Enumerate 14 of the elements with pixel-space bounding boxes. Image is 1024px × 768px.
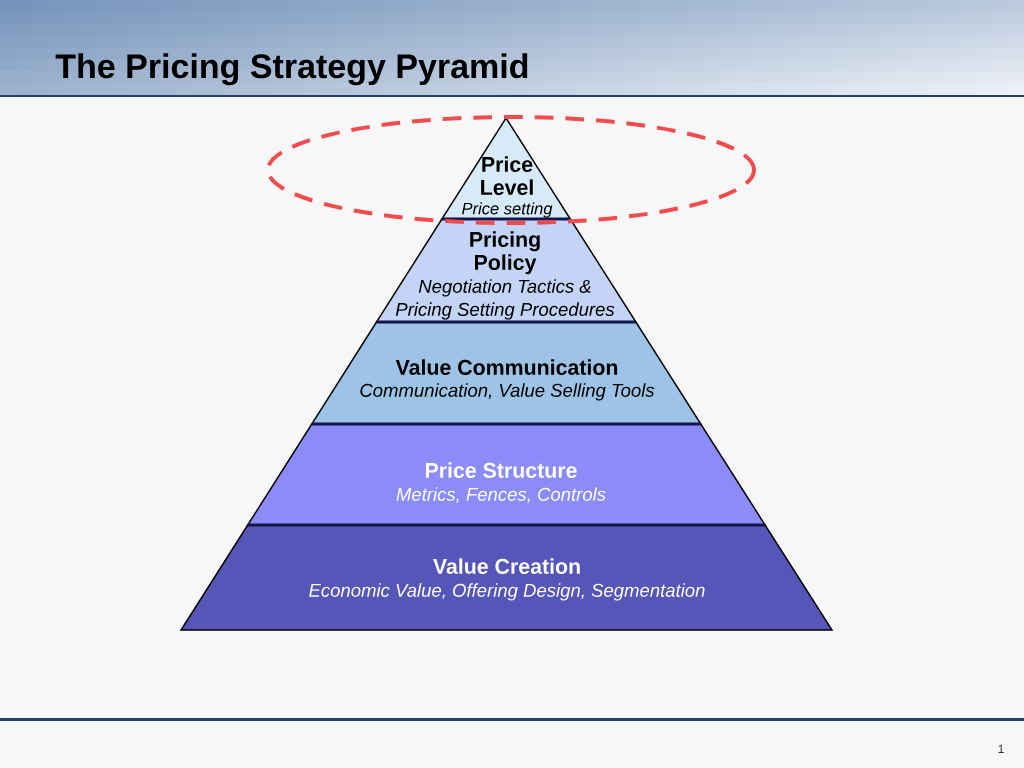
pyramid-layer (375, 217, 638, 323)
title: The Pricing Strategy Pyramid (55, 53, 528, 86)
layer-description: Negotiation Tactics & Pricing Setting Procedures (395, 279, 615, 320)
layer-description: Metrics, Fences, Controls (396, 487, 606, 504)
pyramid-layer (246, 422, 767, 526)
layer-title: Value Communication (395, 359, 618, 375)
layer-title: Price Structure (425, 462, 577, 478)
layer-description: Communication, Value Selling Tools (360, 383, 655, 401)
layer-title: Pricing Policy (470, 231, 540, 275)
layer-description: Economic Value, Offering Design, Segmentation (309, 583, 705, 601)
layer-title: Value Creation (433, 558, 580, 574)
layer-description: Price setting (462, 202, 553, 218)
page-number: 1 (998, 744, 1004, 753)
layer-title: Price Level (481, 156, 533, 195)
